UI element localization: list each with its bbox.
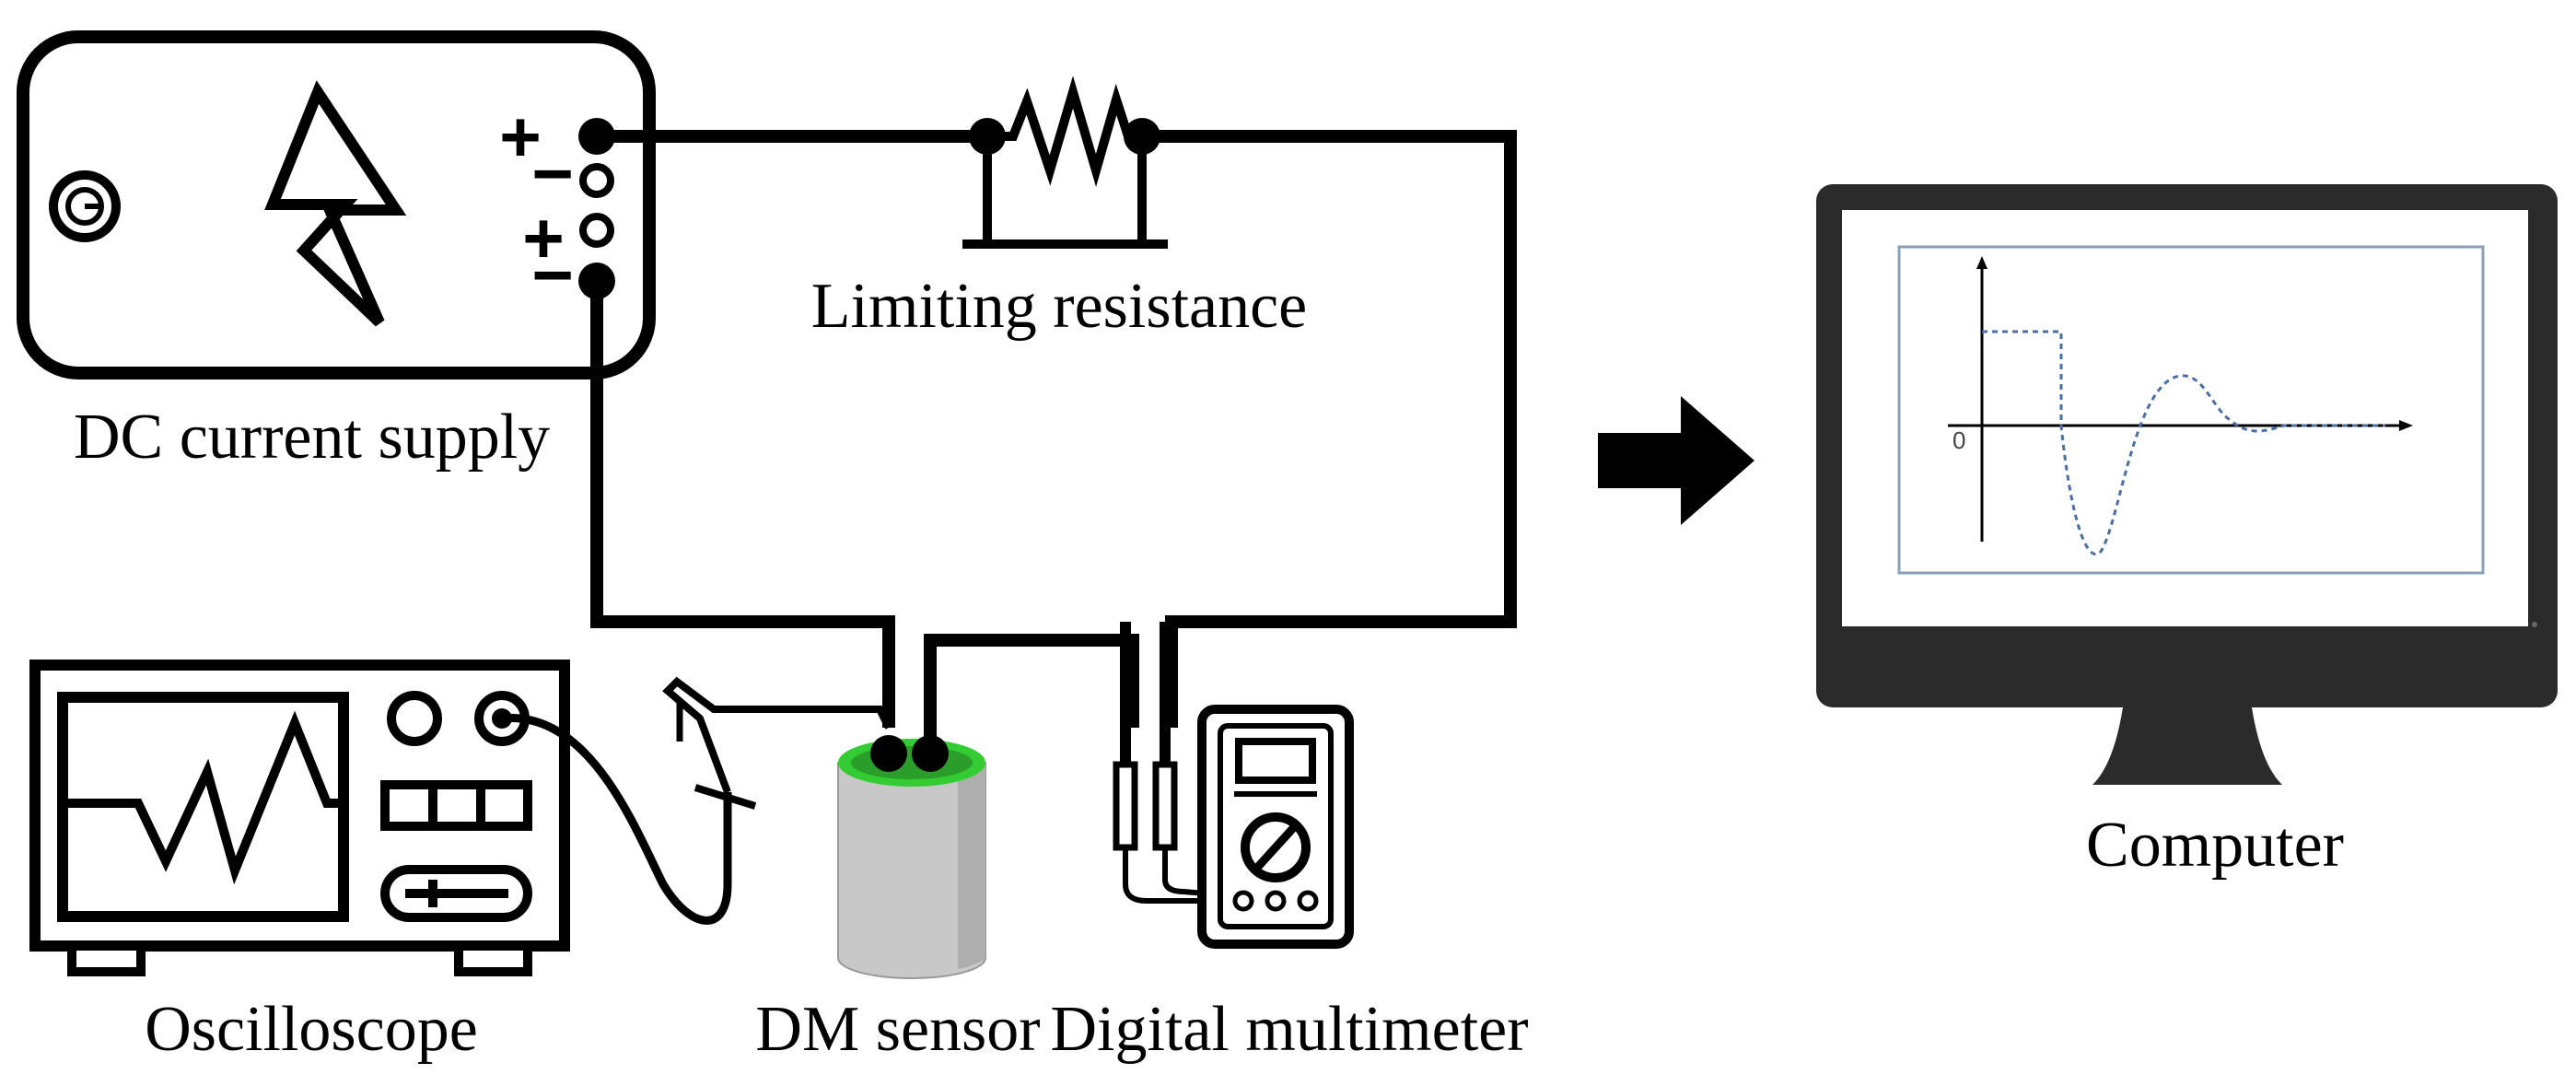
dm-sensor: DM sensor [755,735,1041,1065]
terminal-negative-1 [579,163,614,198]
dc-current-supply: + − + − DC current supply [17,30,656,473]
probe-clip [662,676,892,794]
computer: 0 Computer [1816,184,2558,881]
oscilloscope-waveform [63,710,344,885]
terminal-sign-2: − [531,133,574,214]
dm-sensor-body [837,762,986,979]
oscilloscope-probe [501,676,892,925]
oscilloscope-button-row [380,780,532,831]
oscilloscope: Oscilloscope [29,660,570,1065]
terminal-sign-3: + [522,197,565,278]
oscilloscope-foot-left [67,941,146,976]
right-arrow-icon [1598,396,1754,525]
multimeter-display [1235,738,1316,784]
wire-resistor-to-right [1142,130,1517,728]
dc-supply-label: DC current supply [74,402,550,473]
wire-sensor-second [924,634,1139,737]
dm-sensor-terminal-right [912,735,949,772]
wire-negative-to-sensor [590,281,895,728]
dm-sensor-label: DM sensor [755,994,1040,1065]
terminal-positive-2 [579,213,614,248]
resistor-zigzag [987,76,1142,187]
plot-origin-label: 0 [1952,426,1965,454]
monitor-stand [2092,707,2282,785]
multimeter-leads [1113,622,1263,904]
terminal-sign-1: + [499,96,542,177]
oscilloscope-knob-1 [387,691,442,746]
digital-multimeter-label: Digital multimeter [1050,994,1528,1065]
oscilloscope-foot-right [454,941,532,976]
limiting-resistance: Limiting resistance [811,76,1307,342]
plot-frame [1897,245,2485,575]
power-button-icon [49,170,121,242]
circuit-wires [590,130,1517,737]
resistor-bracket [983,136,1147,249]
digital-multimeter: Digital multimeter [1050,622,1529,1065]
lightning-bolt-icon [264,80,407,327]
terminal-sign-4: − [531,234,574,315]
dm-sensor-terminal-left [870,735,907,772]
computer-label: Computer [2086,810,2344,881]
probe-cable [501,714,732,925]
limiting-resistance-label: Limiting resistance [811,271,1307,342]
oscilloscope-label: Oscilloscope [145,994,478,1065]
